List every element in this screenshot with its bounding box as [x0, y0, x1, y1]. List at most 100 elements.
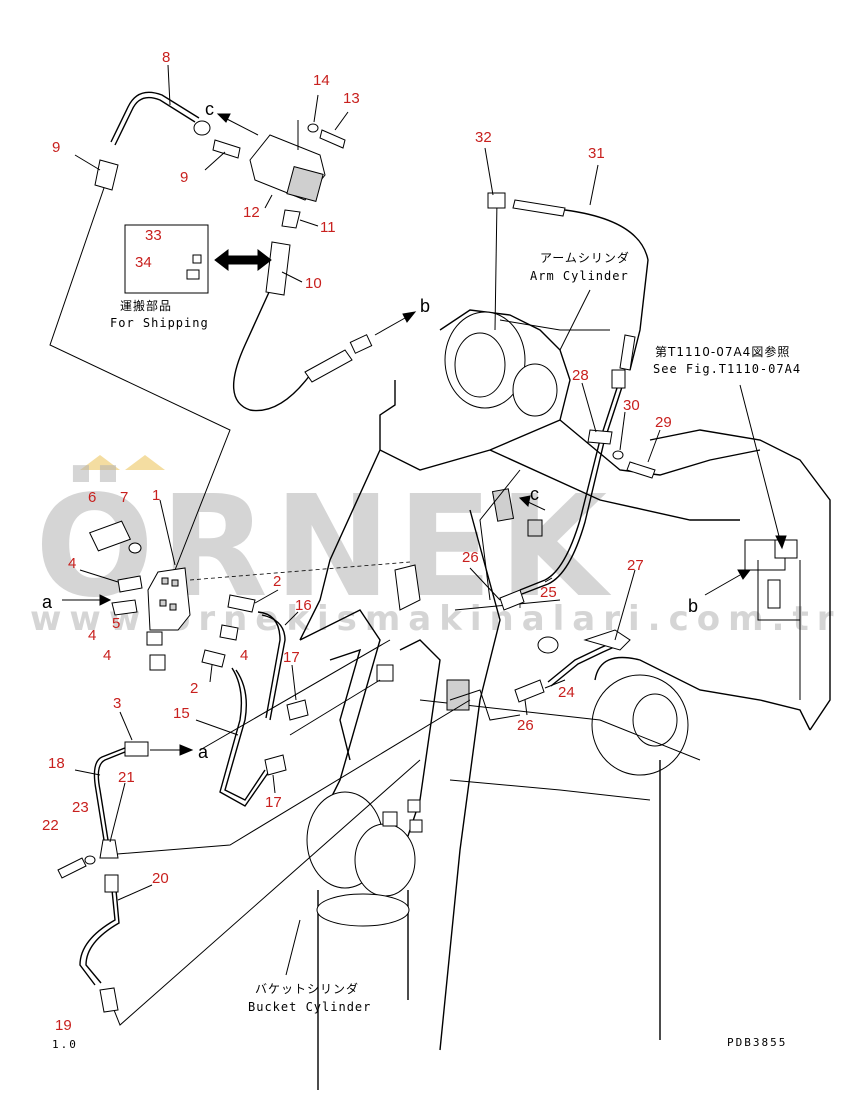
- valve-body-12-face: [286, 165, 324, 203]
- washer-7: [128, 542, 142, 554]
- leader-24: [544, 679, 566, 689]
- ref-line-17: [289, 679, 381, 736]
- connection-c-top: c: [205, 99, 214, 119]
- fitting-20-top: [104, 874, 119, 893]
- callout-32: 32: [475, 129, 492, 146]
- fitting-3: [124, 741, 149, 757]
- bucket-link-pin: [354, 823, 416, 897]
- boom-side-box: [774, 539, 798, 559]
- fitting-4-mid: [111, 599, 138, 616]
- hose-8-b: [110, 91, 200, 143]
- callout-18: 18: [48, 755, 65, 772]
- leader-2-lower: [209, 664, 213, 683]
- leader-15: [195, 719, 239, 736]
- see-fig-arrow-head: [775, 535, 787, 550]
- callout-25: 25: [540, 584, 557, 601]
- leader-25: [544, 577, 553, 583]
- arrow-b-top-head: [402, 311, 417, 323]
- arrow-c-top-line: [224, 117, 259, 136]
- bucket-cylinder-collar: [316, 893, 410, 927]
- hose-31-lower-fitting: [619, 334, 636, 371]
- plug-6: [88, 520, 132, 552]
- arm-cylinder-label-jp: アームシリンダ: [540, 250, 630, 265]
- pipe-15: [224, 669, 266, 801]
- pipe-24-b: [550, 643, 622, 687]
- leader-bucket-label: [285, 919, 301, 976]
- fitting-26-lower: [514, 679, 545, 703]
- fitting-9-left: [94, 159, 119, 191]
- callout-20: 20: [152, 870, 169, 887]
- hose-20-b: [85, 889, 120, 984]
- pipe-32-lead: [494, 199, 498, 331]
- leader-8: [167, 64, 171, 106]
- dashed-ref-boom: [189, 561, 411, 581]
- hose-8: [114, 96, 196, 146]
- callout-4-upper: 4: [68, 555, 76, 572]
- hose-8-nut: [193, 120, 211, 136]
- hose-18: [97, 749, 131, 841]
- leader-20: [117, 884, 153, 901]
- tube-25-b: [521, 386, 623, 595]
- pipe-16-b: [257, 611, 281, 719]
- fitting-17-upper: [286, 699, 309, 721]
- callout-21: 21: [118, 769, 135, 786]
- pipe-24-elbow: [583, 629, 631, 651]
- see-fig-leader: [739, 384, 781, 541]
- leader-27: [614, 569, 636, 641]
- leader-26-lower: [524, 699, 528, 716]
- callout-6: 6: [88, 489, 96, 506]
- clamp-28: [587, 429, 613, 445]
- fitting-4-bottom: [149, 654, 166, 671]
- leader-17-lower: [272, 774, 276, 794]
- shipping-label-jp: 運搬部品: [120, 298, 172, 313]
- arrow-b-right-head: [737, 569, 752, 580]
- leader-1: [159, 499, 176, 566]
- arrow-a-left-head: [99, 594, 112, 606]
- corner-mark: 1.0: [52, 1038, 78, 1051]
- leader-2-upper: [254, 589, 279, 604]
- routing-line-left: [49, 184, 231, 571]
- arrow-b-right-line: [704, 574, 741, 596]
- see-fig-label-jp: 第T1110-07A4図参照: [655, 344, 790, 359]
- piping: [49, 91, 649, 1026]
- leader-30: [619, 411, 626, 451]
- drawing-code: PDB3855: [727, 1036, 787, 1049]
- fitting-19: [99, 987, 119, 1013]
- boom-block-c: [527, 519, 543, 537]
- callout-30: 30: [623, 397, 640, 414]
- fitting-17-lower: [264, 754, 287, 776]
- boom-side-sensor: [767, 579, 781, 609]
- bucket-link-inner: [329, 648, 362, 761]
- manifold-block-1: [147, 567, 191, 631]
- arm-block: [446, 679, 470, 711]
- connection-b-right: b: [688, 596, 698, 616]
- callout-9-right: 9: [180, 169, 188, 186]
- fitting-4-upper: [117, 575, 143, 593]
- bucket-cylinder-label-en: Bucket Cylinder: [248, 1000, 371, 1014]
- fitting-9-upper: [212, 139, 241, 159]
- arm-cylinder-lead: [499, 319, 610, 331]
- boom-bracket: [394, 564, 421, 611]
- connection-a-bottom: a: [198, 742, 209, 762]
- bolt-22: [57, 857, 87, 879]
- coupler-10: [265, 241, 291, 296]
- callout-19: 19: [55, 1017, 72, 1034]
- callout-4-mid: 4: [88, 627, 96, 644]
- callout-12: 12: [243, 204, 260, 221]
- see-fig-label-en: See Fig.T1110-07A4: [653, 362, 801, 376]
- leader-11: [299, 219, 319, 227]
- callout-34: 34: [135, 254, 152, 271]
- manifold-port-3: [159, 599, 167, 607]
- hose-10: [233, 289, 311, 412]
- boom-upper-edge: [489, 449, 740, 521]
- callout-2-upper: 2: [273, 573, 281, 590]
- fitting-32: [487, 192, 506, 209]
- callout-17-upper: 17: [283, 649, 300, 666]
- callout-2-lower: 2: [190, 680, 198, 697]
- callout-5: 5: [112, 615, 120, 632]
- callout-15: 15: [173, 705, 190, 722]
- arm-center-edge: [439, 509, 501, 1051]
- callout-4-lower: 4: [103, 647, 111, 664]
- hose-20: [79, 889, 116, 986]
